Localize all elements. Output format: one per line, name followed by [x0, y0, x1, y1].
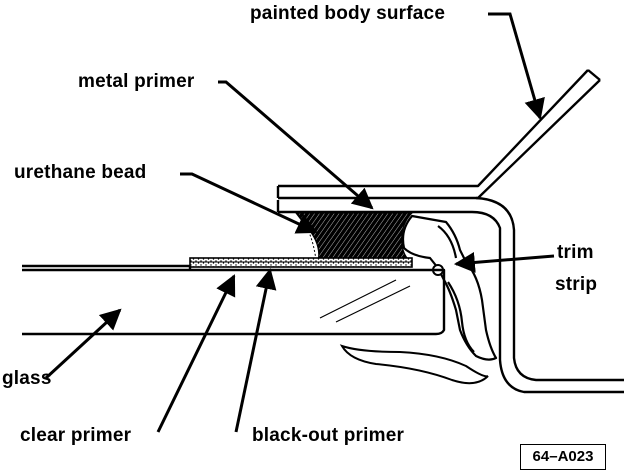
label-black-out-primer: black-out primer — [252, 425, 405, 446]
urethane-bead — [294, 212, 414, 263]
body-panel — [276, 69, 624, 394]
label-urethane-bead: urethane bead — [14, 162, 147, 183]
glass-pane — [22, 264, 446, 336]
label-trim-strip-line1: trim — [557, 242, 594, 263]
glass-reflection — [319, 279, 411, 323]
label-glass: glass — [2, 368, 52, 389]
label-metal-primer: metal primer — [78, 71, 195, 92]
label-painted-body-surface: painted body surface — [250, 3, 446, 24]
figure-code: 64–A023 — [520, 444, 606, 470]
label-trim-strip-line2: strip — [555, 274, 598, 295]
label-clear-primer: clear primer — [20, 425, 132, 446]
leader-lines — [44, 12, 555, 433]
trim-strip-shape — [401, 214, 498, 361]
trim-lower-lip — [339, 344, 489, 385]
